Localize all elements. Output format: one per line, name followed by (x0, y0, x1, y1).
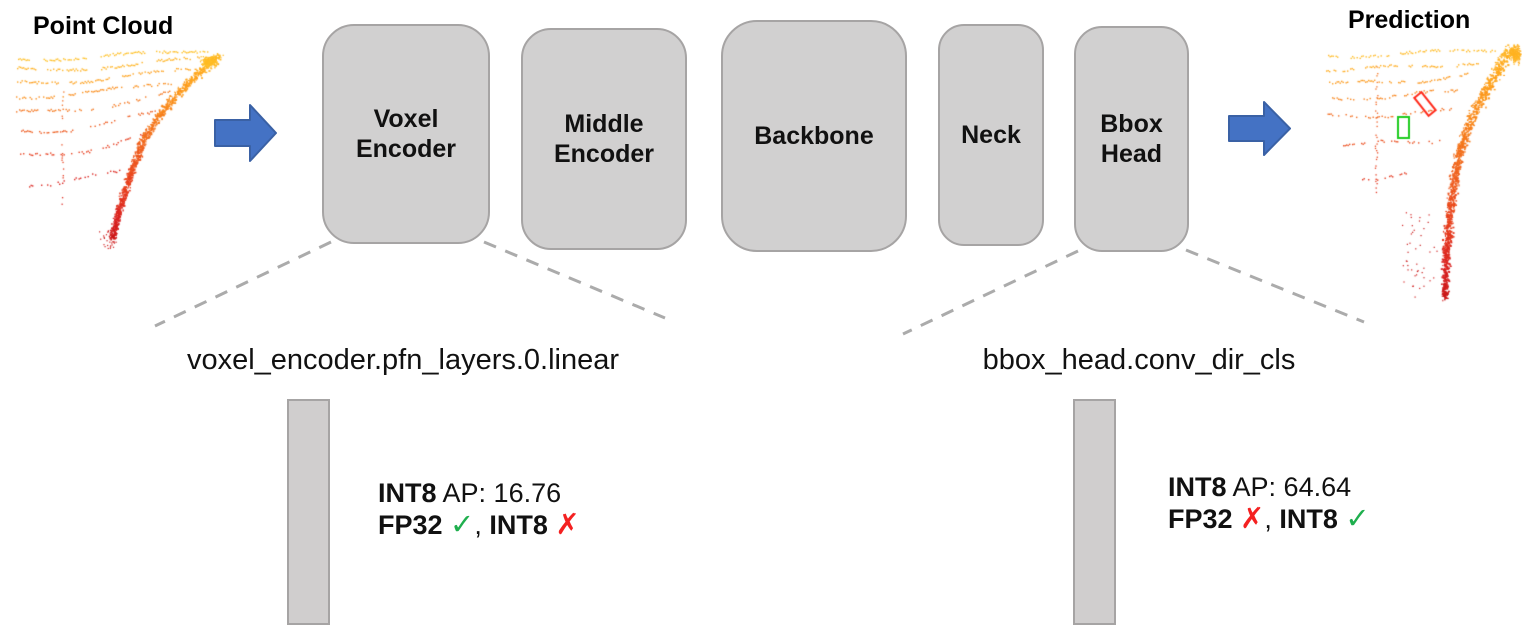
point-cloud-title: Point Cloud (33, 12, 174, 40)
separator: , (1264, 504, 1280, 534)
check-icon: ✓ (1345, 503, 1370, 535)
int8-label: INT8 (1279, 504, 1346, 534)
fp32-label: FP32 (378, 510, 451, 540)
layer-name-bbox-head: bbox_head.conv_dir_cls (982, 344, 1296, 376)
prediction-image (1318, 42, 1522, 310)
pipeline-box-label: Neck (961, 120, 1021, 149)
pipeline-box-label: Middle Encoder (553, 109, 655, 169)
ap-line: INT8 AP: 64.64 (1168, 471, 1370, 503)
callout-line-voxel-left (154, 240, 332, 328)
layer-name-voxel-encoder: voxel_encoder.pfn_layers.0.linear (186, 344, 620, 376)
separator: , (474, 510, 490, 540)
pipeline-box-middle-encoder: Middle Encoder (521, 28, 687, 250)
precision-label: INT8 (378, 478, 437, 508)
ap-value: AP: 16.76 (436, 478, 562, 508)
input-arrow-icon (214, 104, 277, 162)
metrics-block-left: INT8 AP: 16.76 FP32 ✓, INT8 ✗ (378, 477, 580, 541)
callout-line-bbox-left (902, 249, 1079, 336)
ap-value: AP: 64.64 (1226, 472, 1352, 502)
pipeline-box-label: Bbox Head (1100, 109, 1163, 169)
fp32-label: FP32 (1168, 504, 1241, 534)
callout-line-voxel-right (483, 240, 666, 320)
output-arrow-icon (1228, 101, 1291, 156)
check-icon: ✓ (450, 509, 475, 541)
int8-label: INT8 (489, 510, 556, 540)
sensitivity-line: FP32 ✗, INT8 ✓ (1168, 503, 1370, 535)
point-cloud-image (12, 45, 227, 250)
pipeline-box-label: Voxel Encoder (355, 104, 457, 164)
prediction-title: Prediction (1348, 6, 1471, 34)
sensitivity-line: FP32 ✓, INT8 ✗ (378, 509, 580, 541)
pipeline-box-neck: Neck (938, 24, 1044, 246)
pipeline-box-backbone: Backbone (721, 20, 907, 252)
metrics-block-right: INT8 AP: 64.64 FP32 ✗, INT8 ✓ (1168, 471, 1370, 535)
layer-weight-bar-left (287, 399, 330, 625)
layer-weight-bar-right (1073, 399, 1116, 625)
pipeline-box-voxel-encoder: Voxel Encoder (322, 24, 490, 244)
precision-label: INT8 (1168, 472, 1227, 502)
cross-icon: ✗ (555, 509, 580, 541)
cross-icon: ✗ (1240, 503, 1265, 535)
pipeline-box-bbox-head: Bbox Head (1074, 26, 1189, 252)
ap-line: INT8 AP: 16.76 (378, 477, 580, 509)
pipeline-box-label: Backbone (754, 121, 874, 150)
